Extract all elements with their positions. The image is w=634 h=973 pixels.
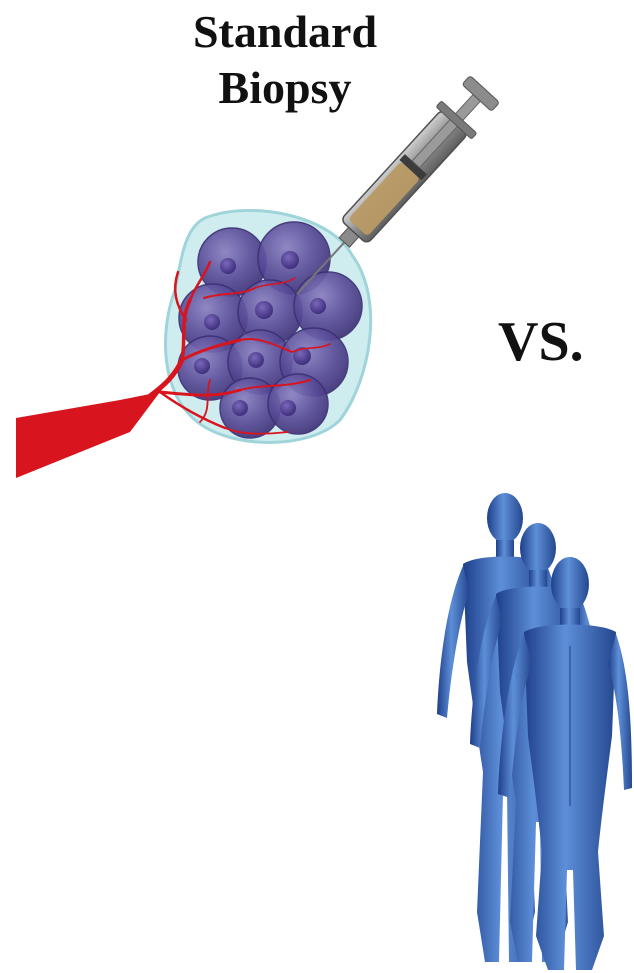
tumor-cell-cluster-icon [165,210,370,442]
human-figures-icon [437,493,632,970]
